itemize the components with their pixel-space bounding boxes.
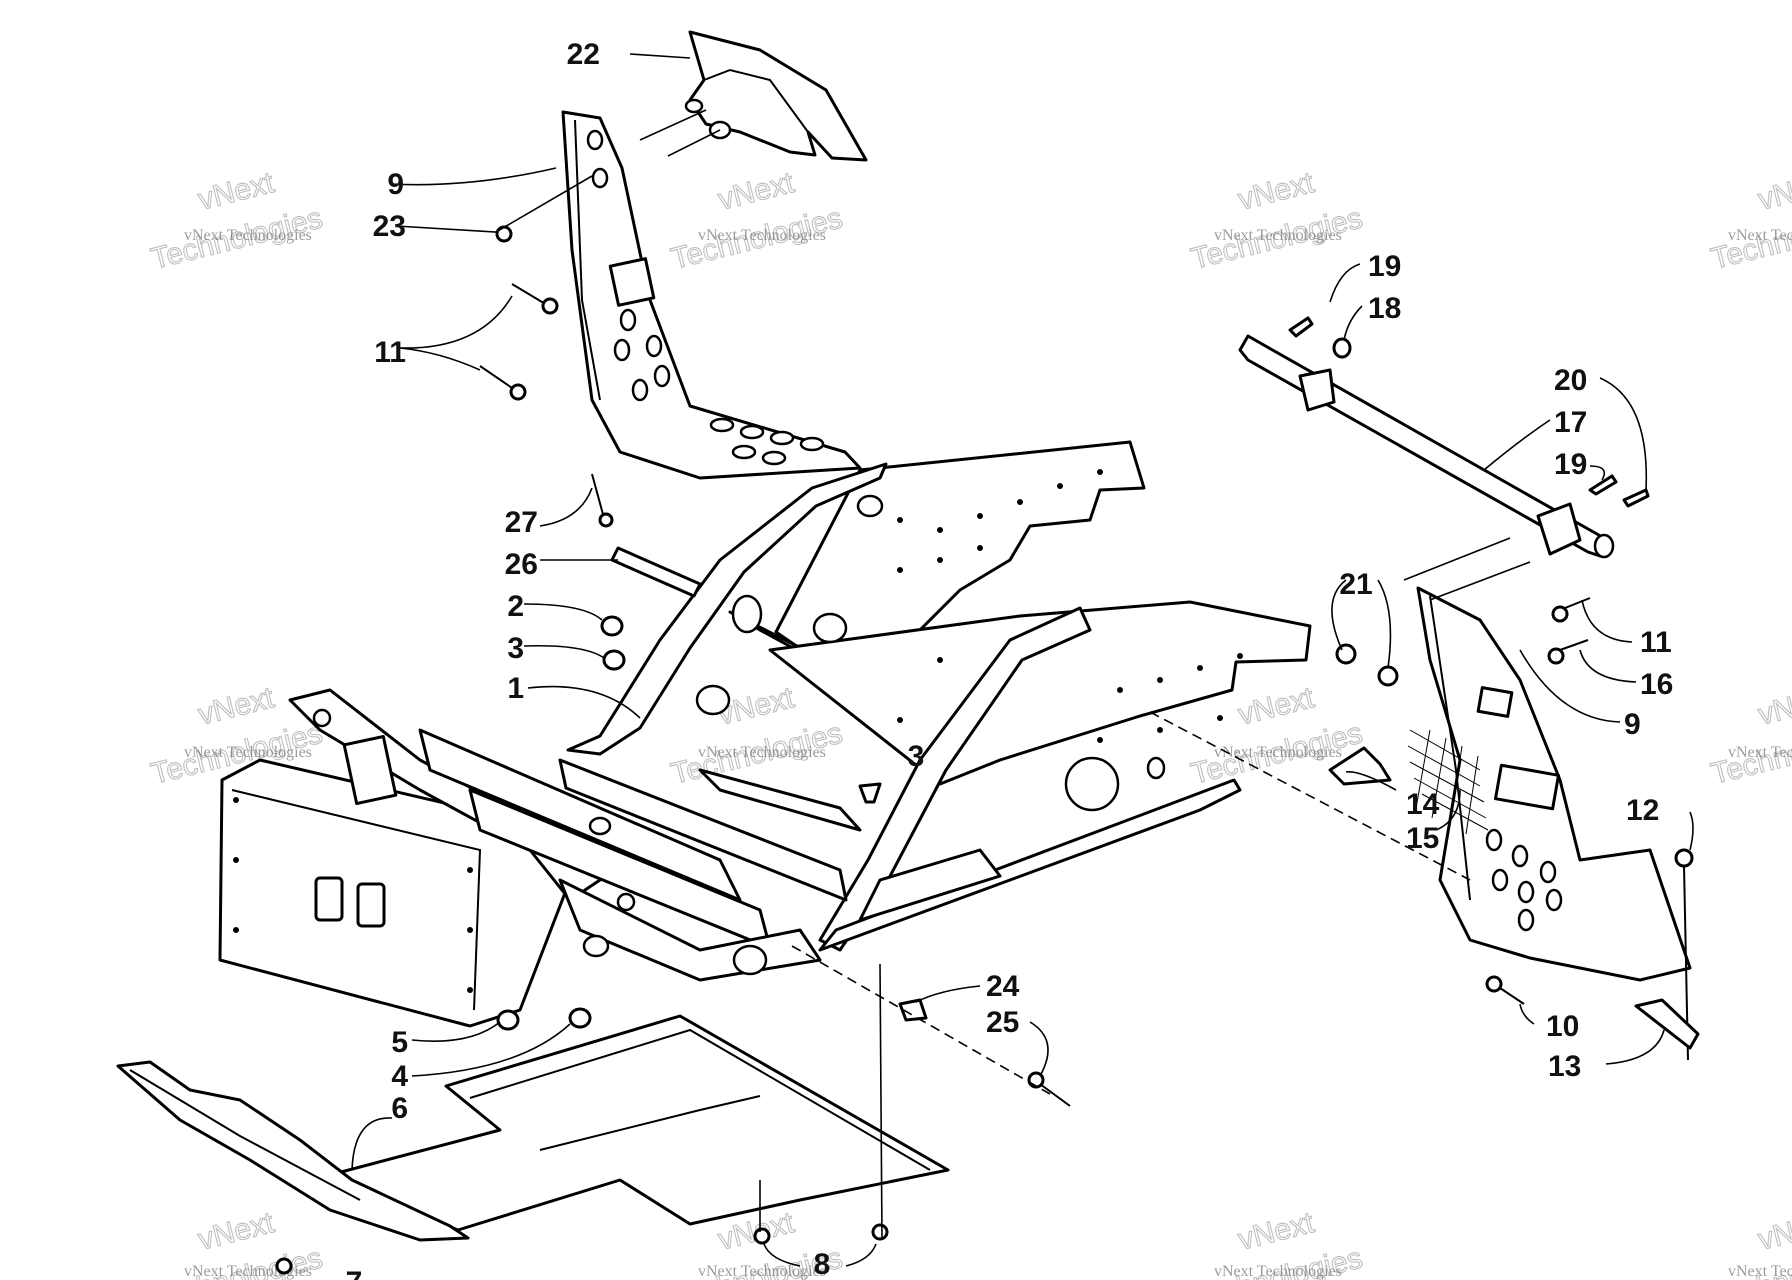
part-6-skid	[116, 1060, 470, 1242]
callout-11: 11	[1640, 626, 1672, 659]
callout-14: 14	[1406, 788, 1440, 821]
watermark-brand: vNext	[1235, 166, 1318, 217]
watermark-text: vNext Technologies	[1214, 1263, 1342, 1280]
watermark-brand: vNext	[1235, 681, 1318, 732]
callout-13: 13	[1548, 1050, 1581, 1083]
callout-3: 3	[908, 740, 925, 773]
callout-24: 24	[986, 970, 1020, 1003]
watermark-text: vNext Technologies	[698, 227, 826, 244]
watermark-text: vNext Technologies	[1728, 744, 1792, 761]
watermark-brand: vNext	[195, 681, 278, 732]
part-4-bushing	[568, 1007, 592, 1029]
part-8-fasteners	[753, 1223, 889, 1245]
part-10-rivet	[1485, 975, 1525, 1005]
watermark: vNext Technologies	[667, 681, 846, 792]
part-5-bushing	[496, 1009, 520, 1031]
callout-15: 15	[1406, 822, 1439, 855]
watermark-brand: vNext	[1235, 1206, 1318, 1257]
callout-3: 3	[507, 632, 524, 665]
watermark-text: vNext Technologies	[184, 1263, 312, 1280]
watermark: vNext Technologies	[667, 166, 846, 277]
callout-19: 19	[1554, 448, 1587, 481]
callout-12: 12	[1626, 794, 1659, 827]
watermark: vNext Technologies	[1707, 681, 1792, 792]
callout-21: 21	[1339, 568, 1372, 601]
callout-11: 11	[374, 336, 406, 369]
callout-1: 1	[507, 672, 524, 705]
callout-23: 23	[373, 210, 406, 243]
part-19-bolts	[1288, 316, 1618, 496]
callout-9: 9	[387, 168, 404, 201]
callout-20: 20	[1554, 364, 1587, 397]
callout-6: 6	[391, 1092, 408, 1125]
watermark-text: vNext Technologies	[1728, 227, 1792, 244]
part-1-frame	[218, 440, 1312, 1028]
part-11-rivets	[479, 283, 559, 401]
watermark-text: vNext Technologies	[184, 744, 312, 761]
watermark-brand: vNext	[1755, 1206, 1792, 1257]
callout-16: 16	[1640, 668, 1673, 701]
watermark-brand: vNext	[195, 1206, 278, 1257]
part-13-plate	[1634, 998, 1700, 1050]
part-14-clip	[1328, 746, 1392, 786]
part-9-right-bracket	[1407, 586, 1692, 982]
watermark-text: vNext Technologies	[184, 227, 312, 244]
watermark-text: vNext Technologies	[1214, 227, 1342, 244]
watermark: vNext Technologies	[1707, 166, 1792, 277]
callout-26: 26	[505, 548, 538, 581]
part-7-screw	[275, 1257, 293, 1275]
part-25-rivet	[1027, 1071, 1071, 1107]
watermark-text: vNext Technologies	[698, 744, 826, 761]
part-23-screw	[495, 225, 513, 243]
callout-8: 8	[814, 1248, 831, 1280]
callout-19: 19	[1368, 250, 1401, 283]
watermark-brand: vNext	[195, 166, 278, 217]
part-24-clip	[898, 998, 928, 1022]
part-2-bushing	[600, 615, 624, 637]
watermark-text: vNext Technologies	[698, 1263, 826, 1280]
watermark-brand: vNext	[1755, 166, 1792, 217]
watermark-brand: vNext	[1755, 681, 1792, 732]
part-27-rivet	[591, 473, 614, 528]
callout-7: 7	[346, 1266, 363, 1280]
callout-9: 9	[1624, 708, 1641, 741]
callout-18: 18	[1368, 292, 1401, 325]
callout-4: 4	[391, 1060, 408, 1093]
part-18-washer	[1332, 337, 1352, 359]
watermark: vNext Technologies	[147, 166, 326, 277]
callout-22: 22	[567, 38, 600, 71]
watermark: vNext Technologies	[1187, 166, 1366, 277]
alignment-lines	[639, 109, 1531, 1241]
watermark-brand: vNext	[715, 166, 798, 217]
callout-2: 2	[507, 590, 524, 623]
part-26-handle	[610, 546, 702, 598]
part-11-16-rivets	[1547, 597, 1591, 665]
floor-plate	[324, 1014, 950, 1232]
callout-labels: 22 9 23 11 27 26 2 3 1 3 19 18 20 17 19 …	[346, 38, 1674, 1280]
watermark-text: vNext Technologies	[1214, 744, 1342, 761]
callout-10: 10	[1546, 1010, 1579, 1043]
callout-27: 27	[505, 506, 538, 539]
watermark-text: vNext Technologies	[1728, 1263, 1792, 1280]
part-22-cover	[684, 30, 868, 162]
part-9-upper-bracket	[561, 110, 862, 480]
callout-25: 25	[986, 1006, 1019, 1039]
leader-lines	[351, 53, 1694, 1267]
part-3-bushing	[602, 649, 882, 804]
part-20-bolt	[1622, 488, 1650, 508]
callout-17: 17	[1554, 406, 1587, 439]
part-17-shaft	[1238, 334, 1615, 559]
callout-5: 5	[391, 1026, 408, 1059]
